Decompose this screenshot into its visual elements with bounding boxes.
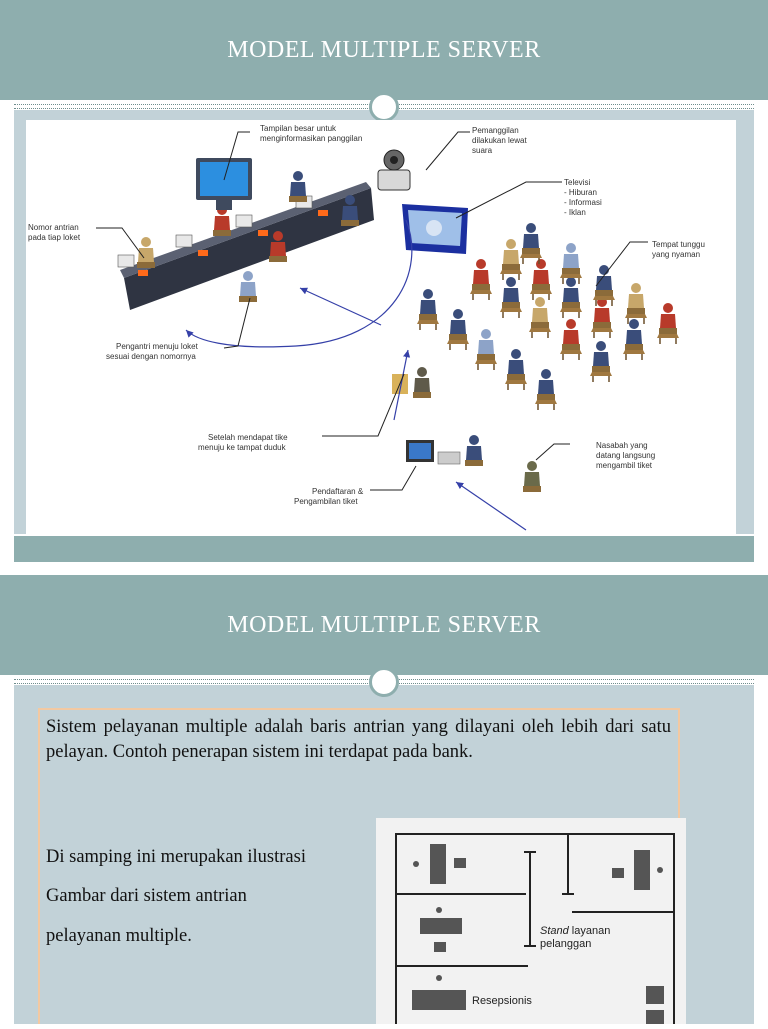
- callout-waiting-area: Tempat tunggu yang nyaman: [652, 240, 705, 259]
- svg-text:Nomor antrian: Nomor antrian: [28, 223, 79, 232]
- svg-text:datang langsung: datang langsung: [596, 451, 655, 460]
- callout-counter-number: Nomor antrian pada tiap loket: [28, 223, 81, 242]
- speaker-icon: [377, 149, 411, 191]
- service-counters: [117, 171, 374, 310]
- slide-1-title: MODEL MULTIPLE SERVER: [227, 36, 541, 63]
- svg-text:Pemanggilan: Pemanggilan: [472, 126, 519, 135]
- callout-caller: Pemanggilan dilakukan lewat suara: [472, 126, 527, 155]
- svg-text:menginformasikan panggilan: menginformasikan panggilan: [260, 134, 362, 143]
- svg-text:mengambil tiket: mengambil tiket: [596, 461, 653, 470]
- arriving-customer: [523, 461, 541, 492]
- bank-floor-plan: Stand layanan pelanggan Resepsionis: [376, 818, 686, 1029]
- side-text-line-2: Gambar dari sistem antrian: [46, 886, 247, 906]
- callout-to-counter: Pengantri menuju loket sesuai dengan nom…: [106, 342, 199, 361]
- svg-text:Pengambilan tiket: Pengambilan tiket: [294, 497, 358, 506]
- svg-text:Nasabah yang: Nasabah yang: [596, 441, 648, 450]
- side-text-line-1: Di samping ini merupakan ilustrasi: [46, 847, 306, 867]
- ring-ornament: [369, 667, 399, 697]
- person-at-registration: [465, 435, 483, 466]
- svg-text:- Iklan: - Iklan: [564, 208, 586, 217]
- queue-illustration: Tampilan besar untuk menginformasikan pa…: [26, 120, 736, 534]
- callout-television: Televisi - Hiburan - Informasi - Iklan: [564, 178, 602, 217]
- svg-text:pada tiap loket: pada tiap loket: [28, 233, 81, 242]
- svg-text:Pengantri menuju loket: Pengantri menuju loket: [116, 342, 199, 351]
- slide-1: MODEL MULTIPLE SERVER: [0, 0, 768, 562]
- slide-2: MODEL MULTIPLE SERVER Sistem pelayanan m…: [0, 575, 768, 1029]
- arrow-to-counter: [185, 219, 413, 348]
- callout-display: Tampilan besar untuk menginformasikan pa…: [260, 124, 362, 143]
- slide-2-title-bar: MODEL MULTIPLE SERVER: [0, 575, 768, 675]
- svg-text:Tempat tunggu: Tempat tunggu: [652, 240, 705, 249]
- svg-text:- Informasi: - Informasi: [564, 198, 602, 207]
- ring-ornament: [369, 92, 399, 122]
- callout-to-seat: Setelah mendapat tike menuju ke tampat d…: [198, 433, 288, 452]
- registration-computer-icon: [406, 440, 461, 465]
- reception-label: Resepsionis: [472, 995, 532, 1007]
- svg-text:Televisi: Televisi: [564, 178, 590, 187]
- slide-1-bottom-band: [14, 536, 754, 562]
- svg-text:Pendaftaran &: Pendaftaran &: [312, 487, 364, 496]
- svg-text:Setelah mendapat tike: Setelah mendapat tike: [208, 433, 288, 442]
- floor-plan-furniture: [412, 844, 664, 1024]
- callout-customer: Nasabah yang datang langsung mengambil t…: [596, 441, 655, 470]
- person-walking-to-seat: [392, 367, 431, 398]
- callout-registration: Pendaftaran & Pengambilan tiket: [294, 487, 364, 506]
- television-icon: [402, 204, 468, 254]
- stand-label-line-1: Stand layanan: [540, 925, 610, 937]
- slide-2-title: MODEL MULTIPLE SERVER: [227, 611, 541, 638]
- svg-text:Tampilan besar untuk: Tampilan besar untuk: [260, 124, 337, 133]
- display-monitor-icon: [196, 158, 252, 210]
- slide-1-title-bar: MODEL MULTIPLE SERVER: [0, 0, 768, 100]
- svg-text:sesuai dengan nomornya: sesuai dengan nomornya: [106, 352, 196, 361]
- side-text-line-3: pelayanan multiple.: [46, 926, 192, 946]
- svg-text:suara: suara: [472, 146, 493, 155]
- svg-text:dilakukan lewat: dilakukan lewat: [472, 136, 527, 145]
- svg-text:menuju ke tampat duduk: menuju ke tampat duduk: [198, 443, 287, 452]
- svg-text:- Hiburan: - Hiburan: [564, 188, 597, 197]
- stand-label-line-2: pelanggan: [540, 938, 591, 950]
- description-paragraph: Sistem pelayanan multiple adalah baris a…: [46, 717, 671, 762]
- svg-text:yang nyaman: yang nyaman: [652, 250, 700, 259]
